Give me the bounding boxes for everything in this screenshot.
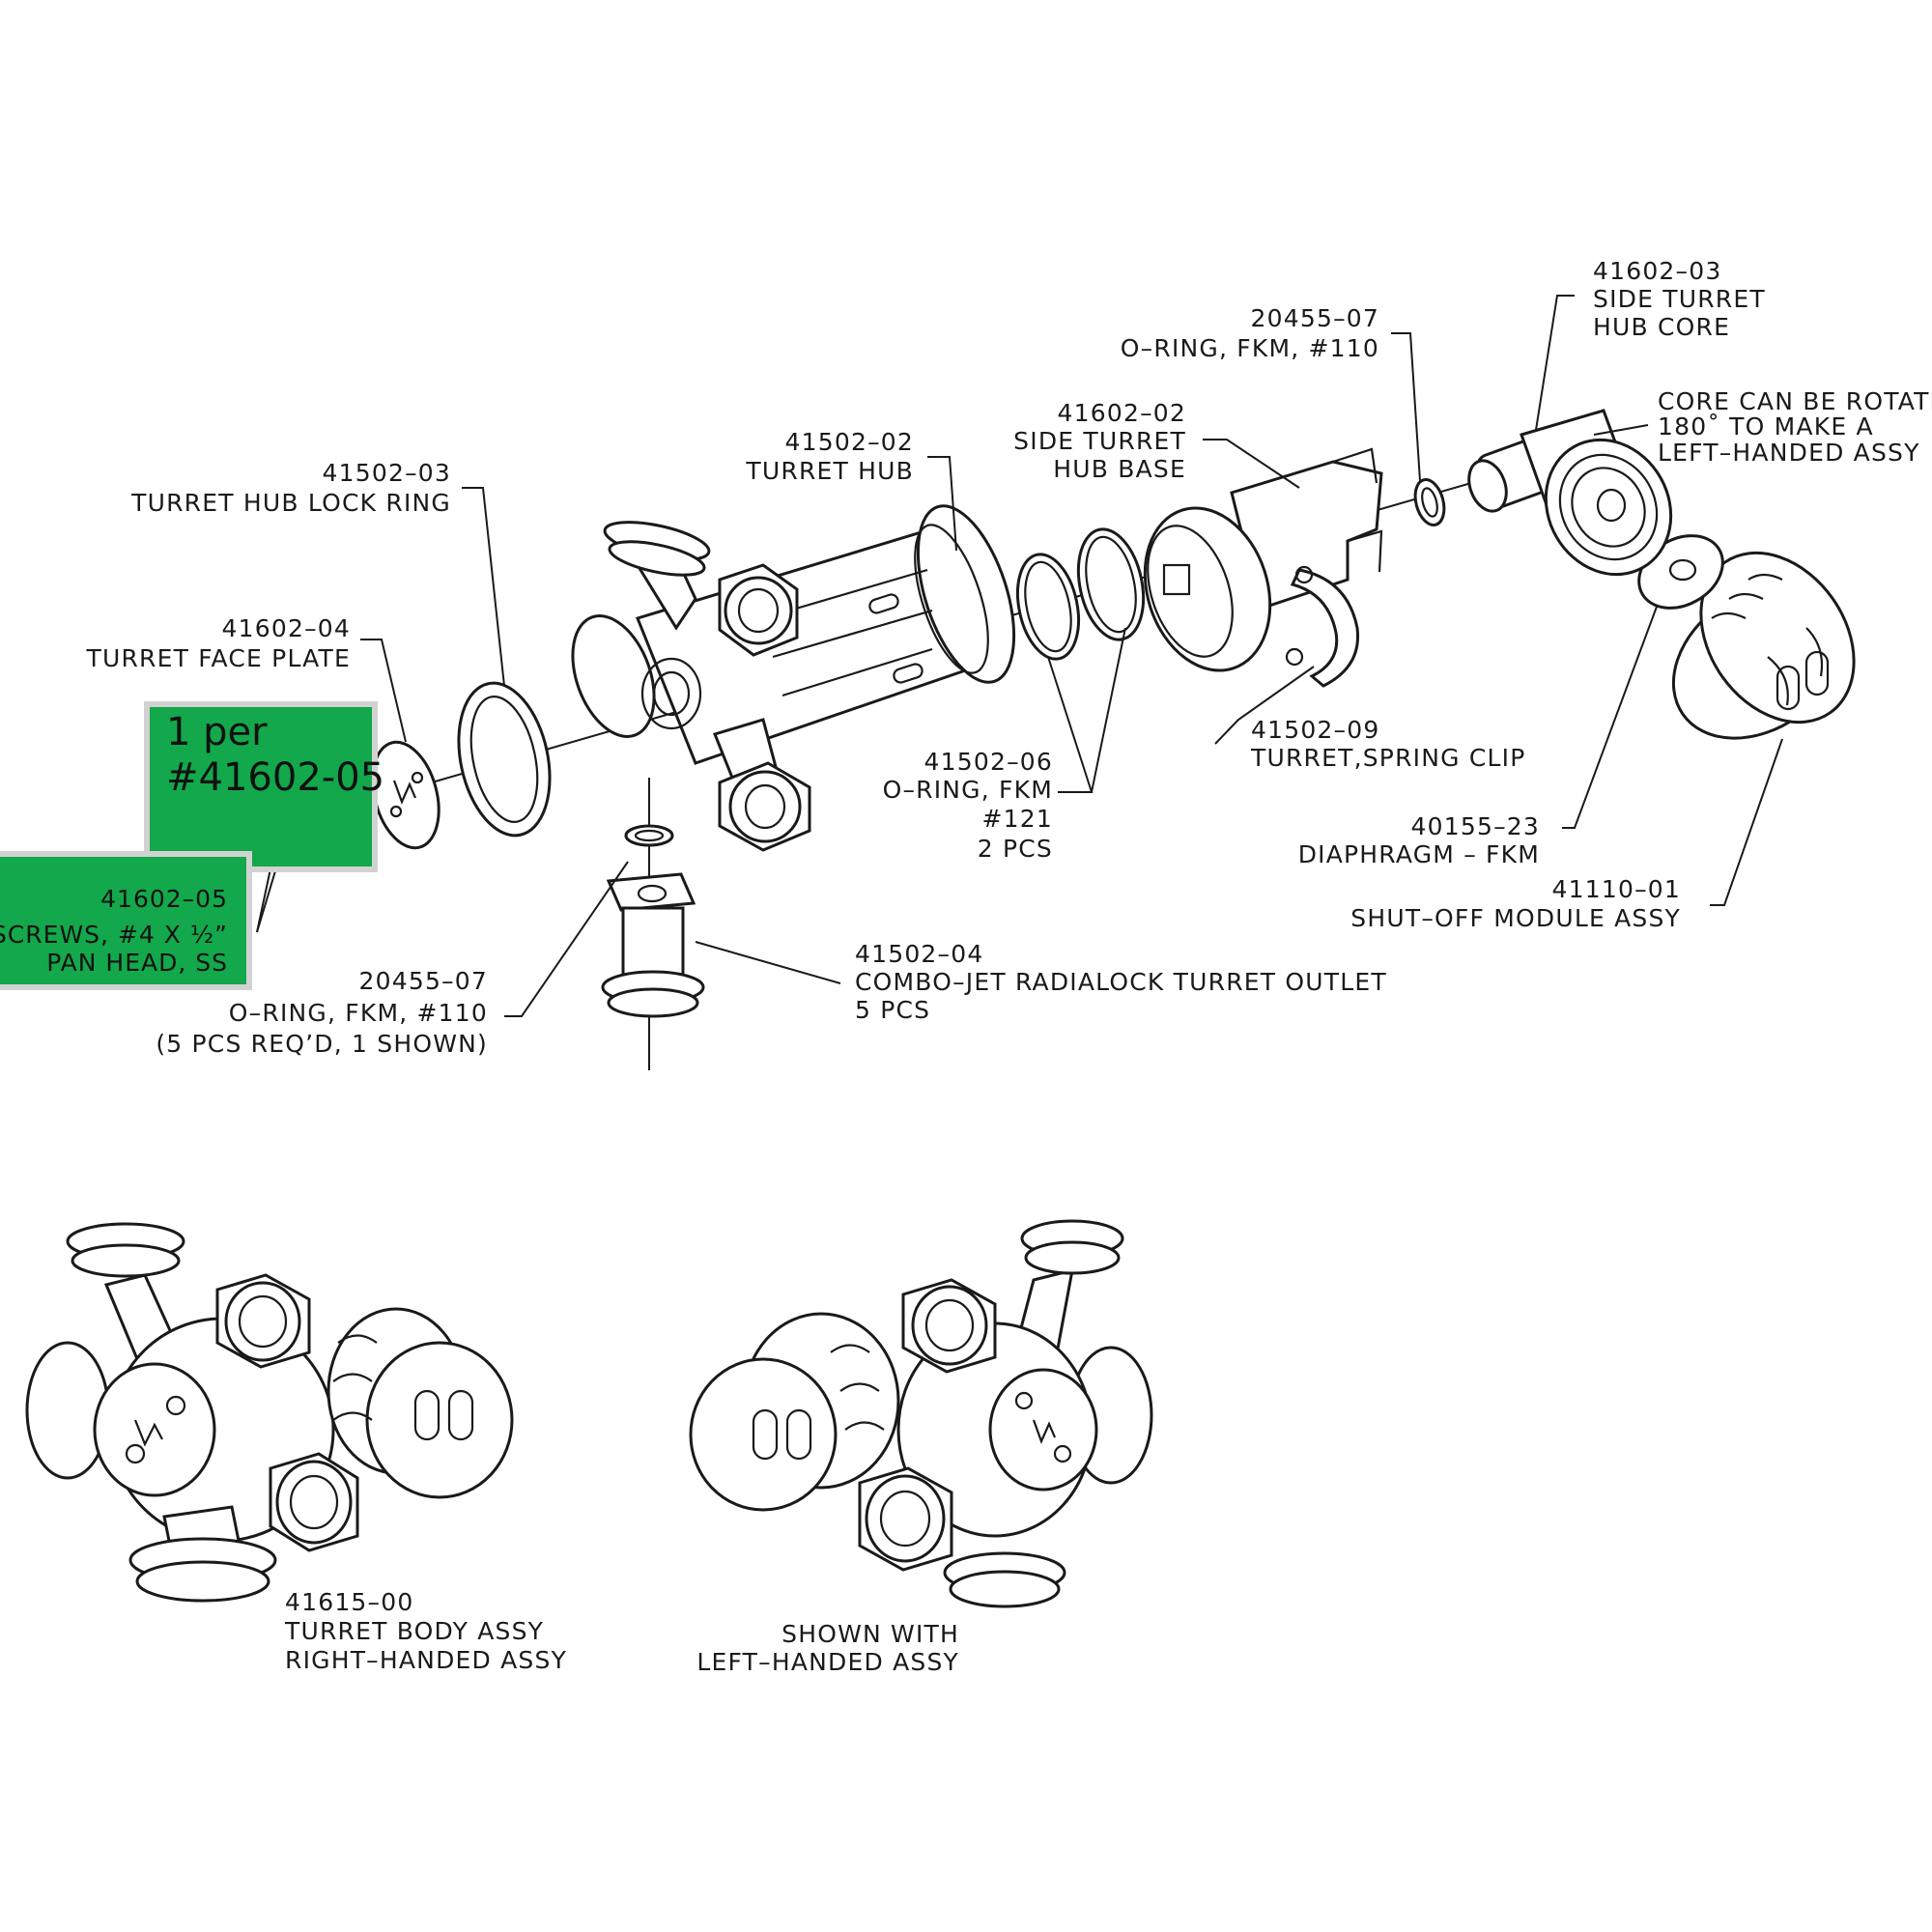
turret-spring-clip [1285,565,1360,688]
highlight-box-1-line2: #41602-05 [166,755,384,800]
screw-icon [411,771,424,784]
side-hub-core-line1: SIDE TURRET [1593,285,1766,313]
right-assy-part-no: 41615–00 [285,1588,413,1616]
oring-121-line2: #121 [982,805,1053,833]
caption-right-handed: 41615–00 TURRET BODY ASSY RIGHT–HANDED A… [284,1588,567,1674]
face-plate-desc: TURRET FACE PLATE [86,644,351,672]
oring-bottom-line1: O–RING, FKM, #110 [229,999,488,1027]
outlet-part-no: 41502–04 [855,940,983,968]
callout-oring-top: 20455–07 O–RING, FKM, #110 [1121,304,1379,362]
spring-clip-part-no: 41502–09 [1251,716,1379,744]
oring-121-part-no: 41502–06 [924,748,1053,776]
right-assy-line1: TURRET BODY ASSY [284,1617,544,1645]
caption-left-handed: SHOWN WITH LEFT–HANDED ASSY [696,1620,959,1676]
callout-oring-121: 41502–06 O–RING, FKM #121 2 PCS [883,748,1053,863]
assembly-right-handed [25,1222,514,1603]
highlight-box-1: 1 per #41602-05 [144,701,384,872]
right-assy-line2: RIGHT–HANDED ASSY [285,1646,567,1674]
callout-side-hub-core: 41602–03 SIDE TURRET HUB CORE [1593,257,1766,341]
callout-side-hub-base: 41602–02 SIDE TURRET HUB BASE [1013,399,1186,483]
oring-top-desc: O–RING, FKM, #110 [1121,334,1379,362]
turret-hub [571,504,1016,852]
assembly-left-handed [689,1219,1153,1608]
highlight-box-2-part-no: 41602–05 [100,885,228,913]
outlet-line2: 5 PCS [855,996,930,1024]
callout-diaphragm: 40155–23 DIAPHRAGM – FKM [1298,812,1540,868]
callout-core-note: CORE CAN BE ROTATED 180˚ TO MAKE A LEFT–… [1658,387,1932,467]
turret-hub-desc: TURRET HUB [745,457,914,485]
side-hub-core-line2: HUB CORE [1593,313,1730,341]
diaphragm-part-no: 40155–23 [1411,812,1540,840]
turret-hub-lock-ring [457,681,552,838]
core-note-line2: 180˚ TO MAKE A [1658,412,1874,440]
side-hub-base-line2: HUB BASE [1053,455,1186,483]
oring-121-line1: O–RING, FKM [883,776,1053,804]
lock-ring-desc: TURRET HUB LOCK RING [130,489,451,517]
shutoff-module-knob [1671,551,1856,740]
o-rings-121 [1016,527,1146,661]
spring-clip-desc: TURRET,SPRING CLIP [1250,744,1525,772]
left-assy-line1: SHOWN WITH [781,1620,959,1648]
callout-outlet: 41502–04 COMBO–JET RADIALOCK TURRET OUTL… [855,940,1387,1024]
logo-mark [392,780,417,805]
face-plate-part-no: 41602–04 [222,614,351,642]
callout-face-plate: 41602–04 TURRET FACE PLATE [86,614,351,672]
callout-shutoff: 41110–01 SHUT–OFF MODULE ASSY [1350,875,1681,932]
side-hub-base-part-no: 41602–02 [1058,399,1186,427]
core-note-line1: CORE CAN BE ROTATED [1658,387,1932,415]
callout-turret-hub: 41502–02 TURRET HUB [745,428,914,485]
turret-hub-part-no: 41502–02 [785,428,914,456]
side-hub-core-part-no: 41602–03 [1593,257,1721,285]
oring-bottom-line2: (5 PCS REQ’D, 1 SHOWN) [156,1030,488,1058]
highlight-box-1-bg [144,701,378,872]
side-hub-base-line1: SIDE TURRET [1013,427,1186,455]
shutoff-part-no: 41110–01 [1552,875,1681,903]
oring-bottom-part-no: 20455–07 [359,967,488,995]
lock-ring-part-no: 41502–03 [323,459,451,487]
o-ring-110-top [1413,478,1446,526]
highlight-box-1-line1: 1 per [166,710,268,754]
leader-lines [256,295,1783,1017]
callout-lock-ring: 41502–03 TURRET HUB LOCK RING [130,459,451,517]
callout-spring-clip: 41502–09 TURRET,SPRING CLIP [1250,716,1525,772]
oring-top-part-no: 20455–07 [1251,304,1379,332]
left-assy-line2: LEFT–HANDED ASSY [696,1648,959,1676]
highlight-box-2-line1: SCREWS, #4 X ½” [0,921,228,949]
o-ring-110-bottom [624,824,674,847]
combo-jet-turret-outlet [601,872,705,1018]
side-turret-hub-core [1467,409,1673,577]
oring-121-line3: 2 PCS [978,835,1053,863]
side-turret-hub-base [1143,447,1383,672]
highlight-box-2-line2: PAN HEAD, SS [46,949,228,977]
highlight-box-2-bg [0,851,252,990]
diaphragm-desc: DIAPHRAGM – FKM [1298,840,1540,868]
core-note-line3: LEFT–HANDED ASSY [1658,439,1920,467]
highlight-box-2: 41602–05 SCREWS, #4 X ½” PAN HEAD, SS [0,851,252,990]
shutoff-desc: SHUT–OFF MODULE ASSY [1350,904,1681,932]
outlet-line1: COMBO–JET RADIALOCK TURRET OUTLET [855,968,1387,996]
callout-oring-bottom: 20455–07 O–RING, FKM, #110 (5 PCS REQ’D,… [156,967,488,1058]
